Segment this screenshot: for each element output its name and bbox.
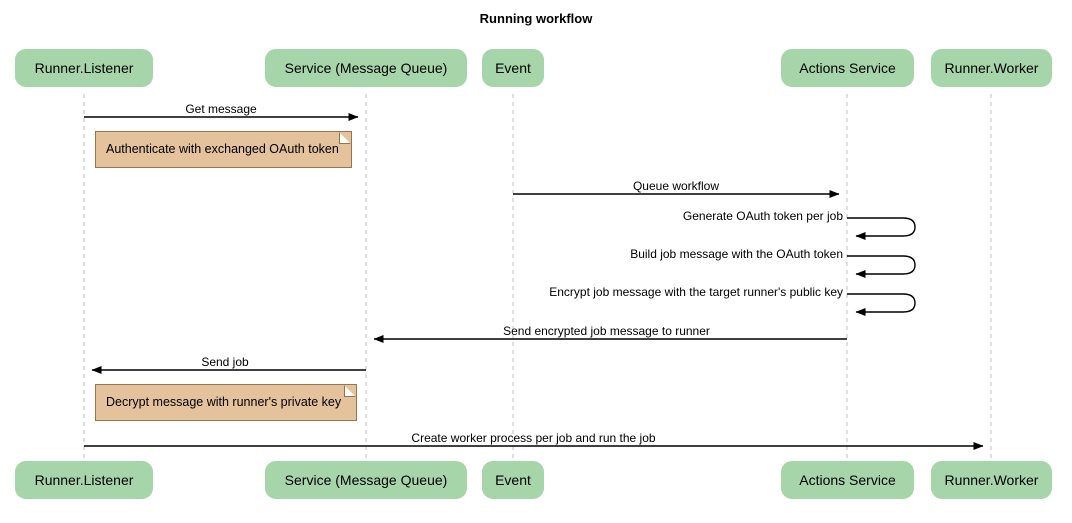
participant-label: Service (Message Queue)	[284, 472, 448, 488]
participant-label: Runner.Worker	[944, 472, 1039, 488]
message-label-send-job: Send job	[201, 355, 249, 369]
note-fold-corner-icon	[339, 132, 351, 144]
message-label-get-message: Get message	[185, 102, 257, 116]
participant-label: Event	[495, 60, 531, 76]
participant-label: Runner.Listener	[34, 60, 134, 76]
message-label-build-job-message-with-oauth-token: Build job message with the OAuth token	[630, 247, 843, 261]
participant-event-top[interactable]: Event	[482, 49, 544, 87]
lifelines	[83, 94, 992, 460]
arrow-build-job-message-with-oauth-token	[847, 255, 916, 278]
arrow-generate-oauth-token-per-job	[847, 217, 916, 240]
participant-label: Service (Message Queue)	[284, 60, 448, 76]
diagram-title: Running workflow	[479, 11, 593, 26]
participant-actions-service-bottom[interactable]: Actions Service	[781, 461, 914, 499]
message-label-send-encrypted-job-message-to-runner: Send encrypted job message to runner	[503, 324, 710, 338]
participant-label: Actions Service	[799, 472, 896, 488]
participant-actions-service-top[interactable]: Actions Service	[781, 49, 914, 87]
message-label-generate-oauth-token-per-job: Generate OAuth token per job	[682, 209, 843, 223]
participant-label: Runner.Listener	[34, 472, 134, 488]
participant-service-message-queue-top[interactable]: Service (Message Queue)	[265, 49, 467, 87]
note-decrypt-message-with-runners-private-key: Decrypt message with runner's private ke…	[95, 384, 357, 421]
message-label-encrypt-job-message-public-key: Encrypt job message with the target runn…	[549, 285, 843, 299]
note-fold-corner-icon	[344, 385, 356, 397]
participant-runner-listener-bottom[interactable]: Runner.Listener	[15, 461, 153, 499]
participant-label: Event	[495, 472, 531, 488]
participant-label: Runner.Worker	[944, 60, 1039, 76]
participant-runner-listener-top[interactable]: Runner.Listener	[15, 49, 153, 87]
message-label-queue-workflow: Queue workflow	[632, 179, 720, 193]
note-label: Authenticate with exchanged OAuth token	[106, 142, 339, 156]
note-label: Decrypt message with runner's private ke…	[106, 395, 342, 409]
participant-service-message-queue-bottom[interactable]: Service (Message Queue)	[265, 461, 467, 499]
participant-event-bottom[interactable]: Event	[482, 461, 544, 499]
message-arrows	[84, 113, 984, 450]
participant-label: Actions Service	[799, 60, 896, 76]
participant-runner-worker-top[interactable]: Runner.Worker	[931, 49, 1052, 87]
arrow-encrypt-job-message-public-key	[847, 293, 916, 316]
participant-runner-worker-bottom[interactable]: Runner.Worker	[931, 461, 1052, 499]
note-authenticate-with-exchanged-oauth-token: Authenticate with exchanged OAuth token	[95, 131, 352, 168]
message-label-create-worker-process-per-job: Create worker process per job and run th…	[411, 431, 656, 445]
